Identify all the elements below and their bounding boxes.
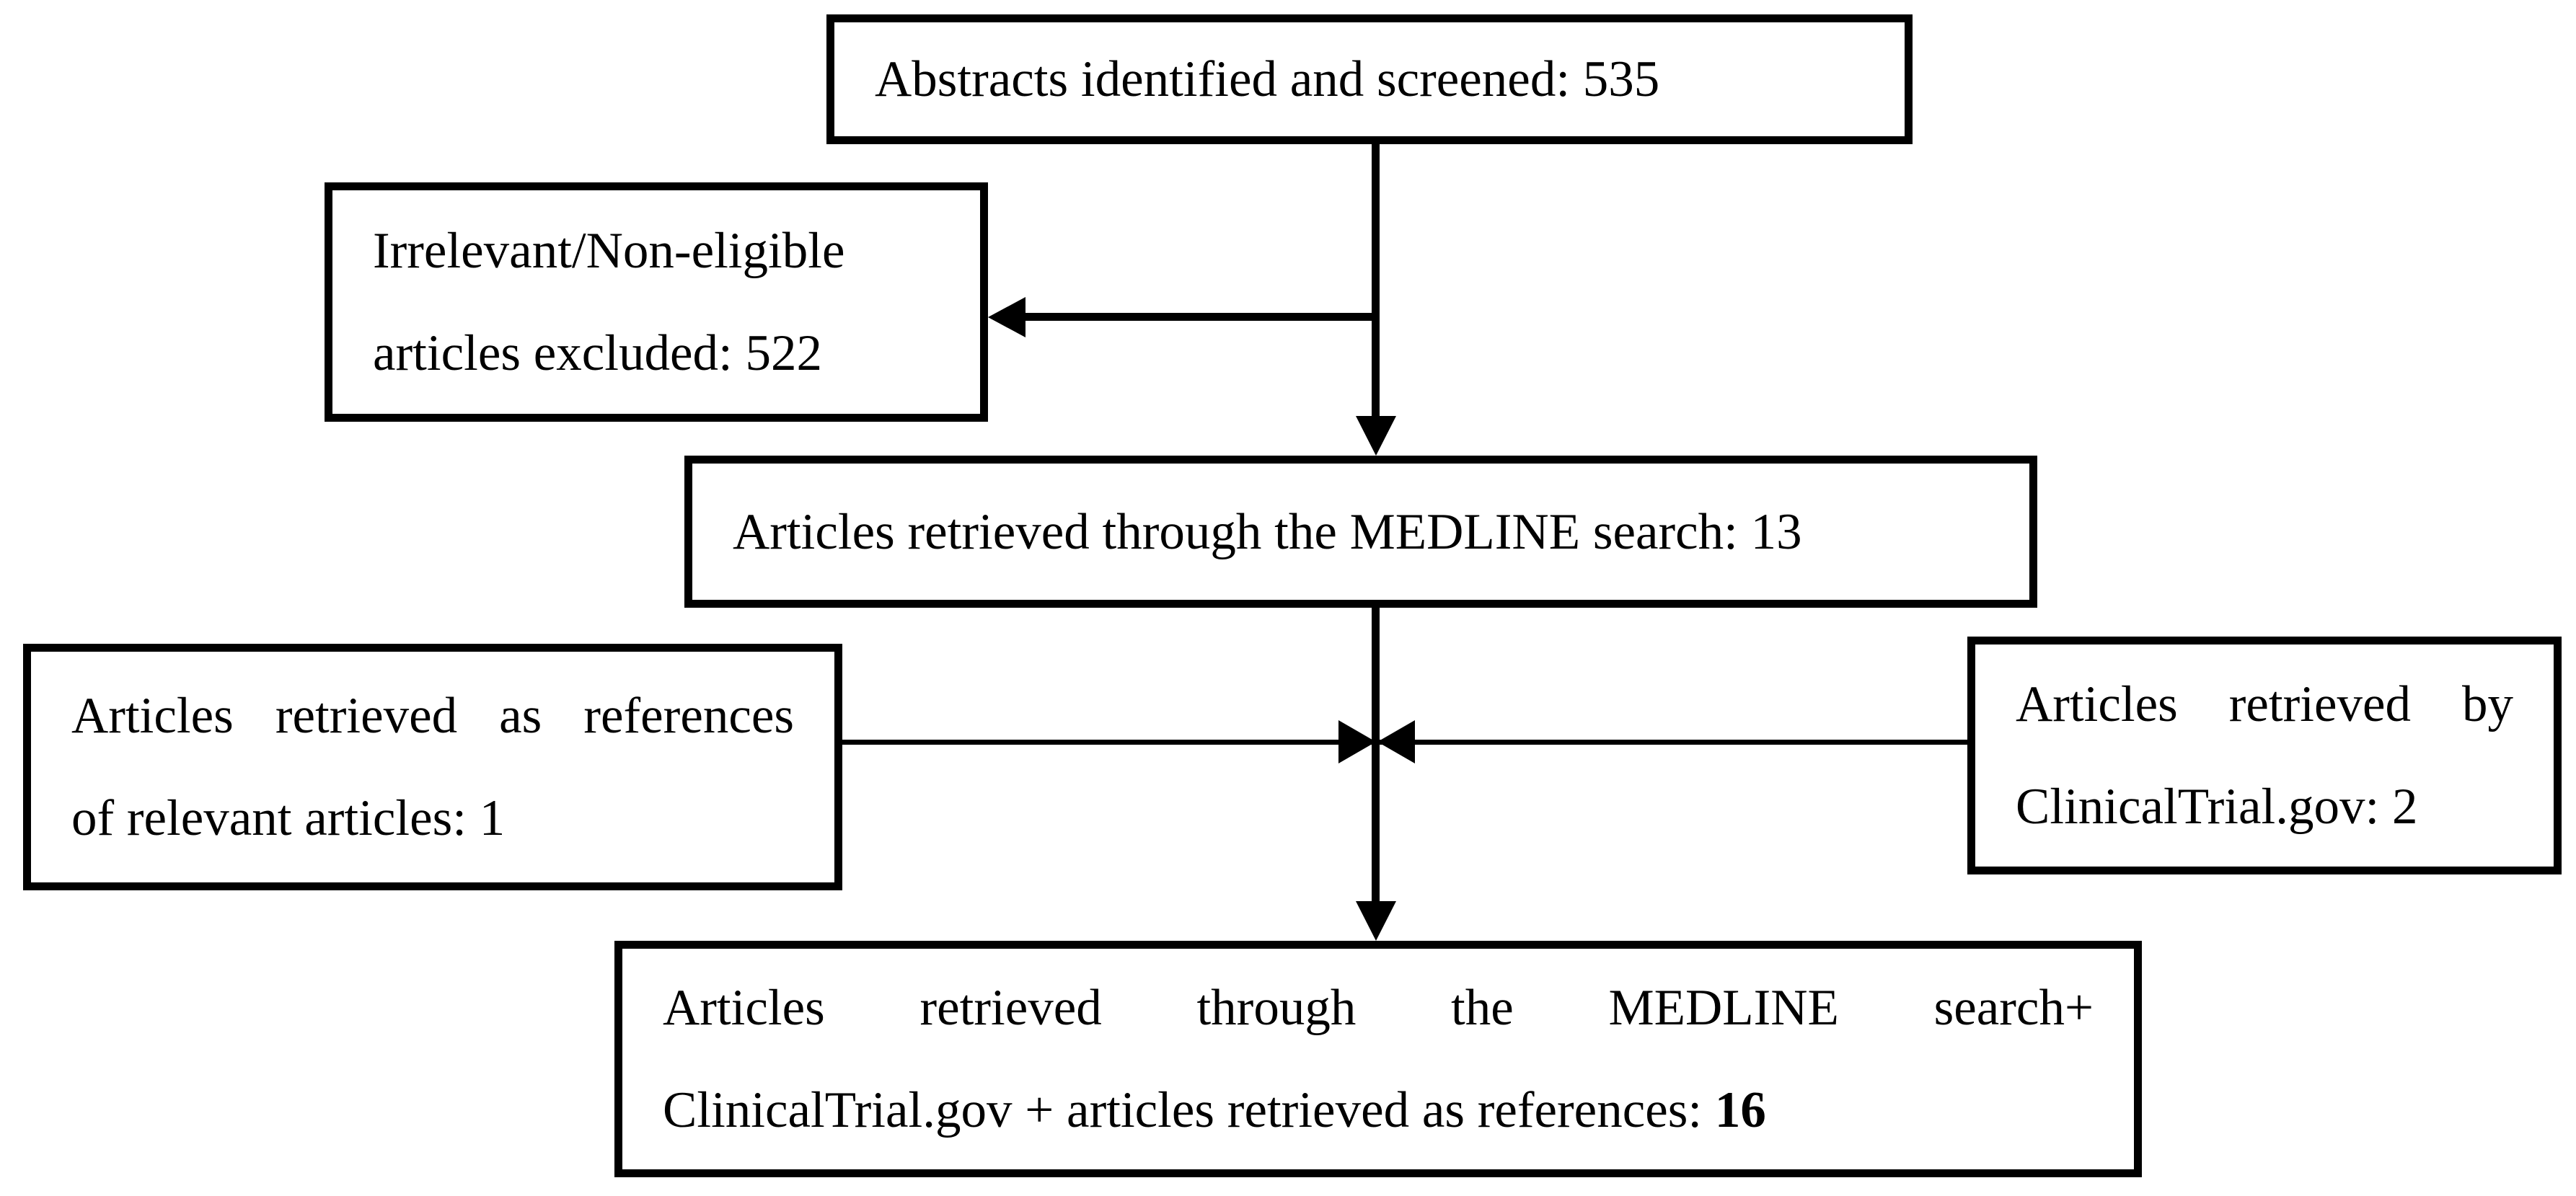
arrow-right-icon	[1338, 720, 1376, 763]
box-medline-retrieved-text: Articles retrieved through the MEDLINE s…	[733, 503, 1802, 560]
box-articles-excluded-line2: articles excluded: 522	[373, 325, 822, 381]
box-abstracts-screened-text: Abstracts identified and screened: 535	[875, 51, 1660, 107]
box-total-retrieved-count: 16	[1714, 1082, 1766, 1138]
box-clinicaltrial-articles-line2: ClinicalTrial.gov: 2	[2016, 779, 2418, 835]
box-articles-excluded-line1: Irrelevant/Non-eligible	[373, 223, 845, 279]
box-medline-retrieved: Articles retrieved through the MEDLINE s…	[684, 456, 2037, 608]
arrow-down-icon	[1356, 901, 1396, 941]
box-total-retrieved-line2: ClinicalTrial.gov + articles retrieved a…	[663, 1059, 2094, 1161]
connector-branch-to-excluded	[1025, 313, 1372, 321]
box-clinicaltrial-articles: Articles retrieved by ClinicalTrial.gov:…	[1967, 637, 2562, 874]
box-total-retrieved: Articles retrieved through the MEDLINE s…	[614, 941, 2142, 1177]
box-reference-articles-line2: of relevant articles: 1	[71, 790, 506, 846]
connector-screened-to-medline	[1372, 144, 1380, 416]
arrow-left-icon	[1377, 720, 1415, 763]
box-reference-articles: Articles retrieved as references of rele…	[23, 644, 842, 890]
arrow-down-icon	[1356, 416, 1396, 456]
arrow-left-icon	[988, 297, 1025, 337]
box-total-retrieved-line1: Articles retrieved through the MEDLINE s…	[663, 980, 2094, 1036]
box-abstracts-screened: Abstracts identified and screened: 535	[826, 14, 1913, 144]
box-total-retrieved-line2-text: ClinicalTrial.gov + articles retrieved a…	[663, 1082, 1715, 1138]
box-clinicaltrial-articles-line1: Articles retrieved by	[2016, 676, 2513, 732]
box-reference-articles-line1: Articles retrieved as references	[71, 688, 794, 744]
box-articles-excluded: Irrelevant/Non-eligible articles exclude…	[325, 182, 988, 422]
